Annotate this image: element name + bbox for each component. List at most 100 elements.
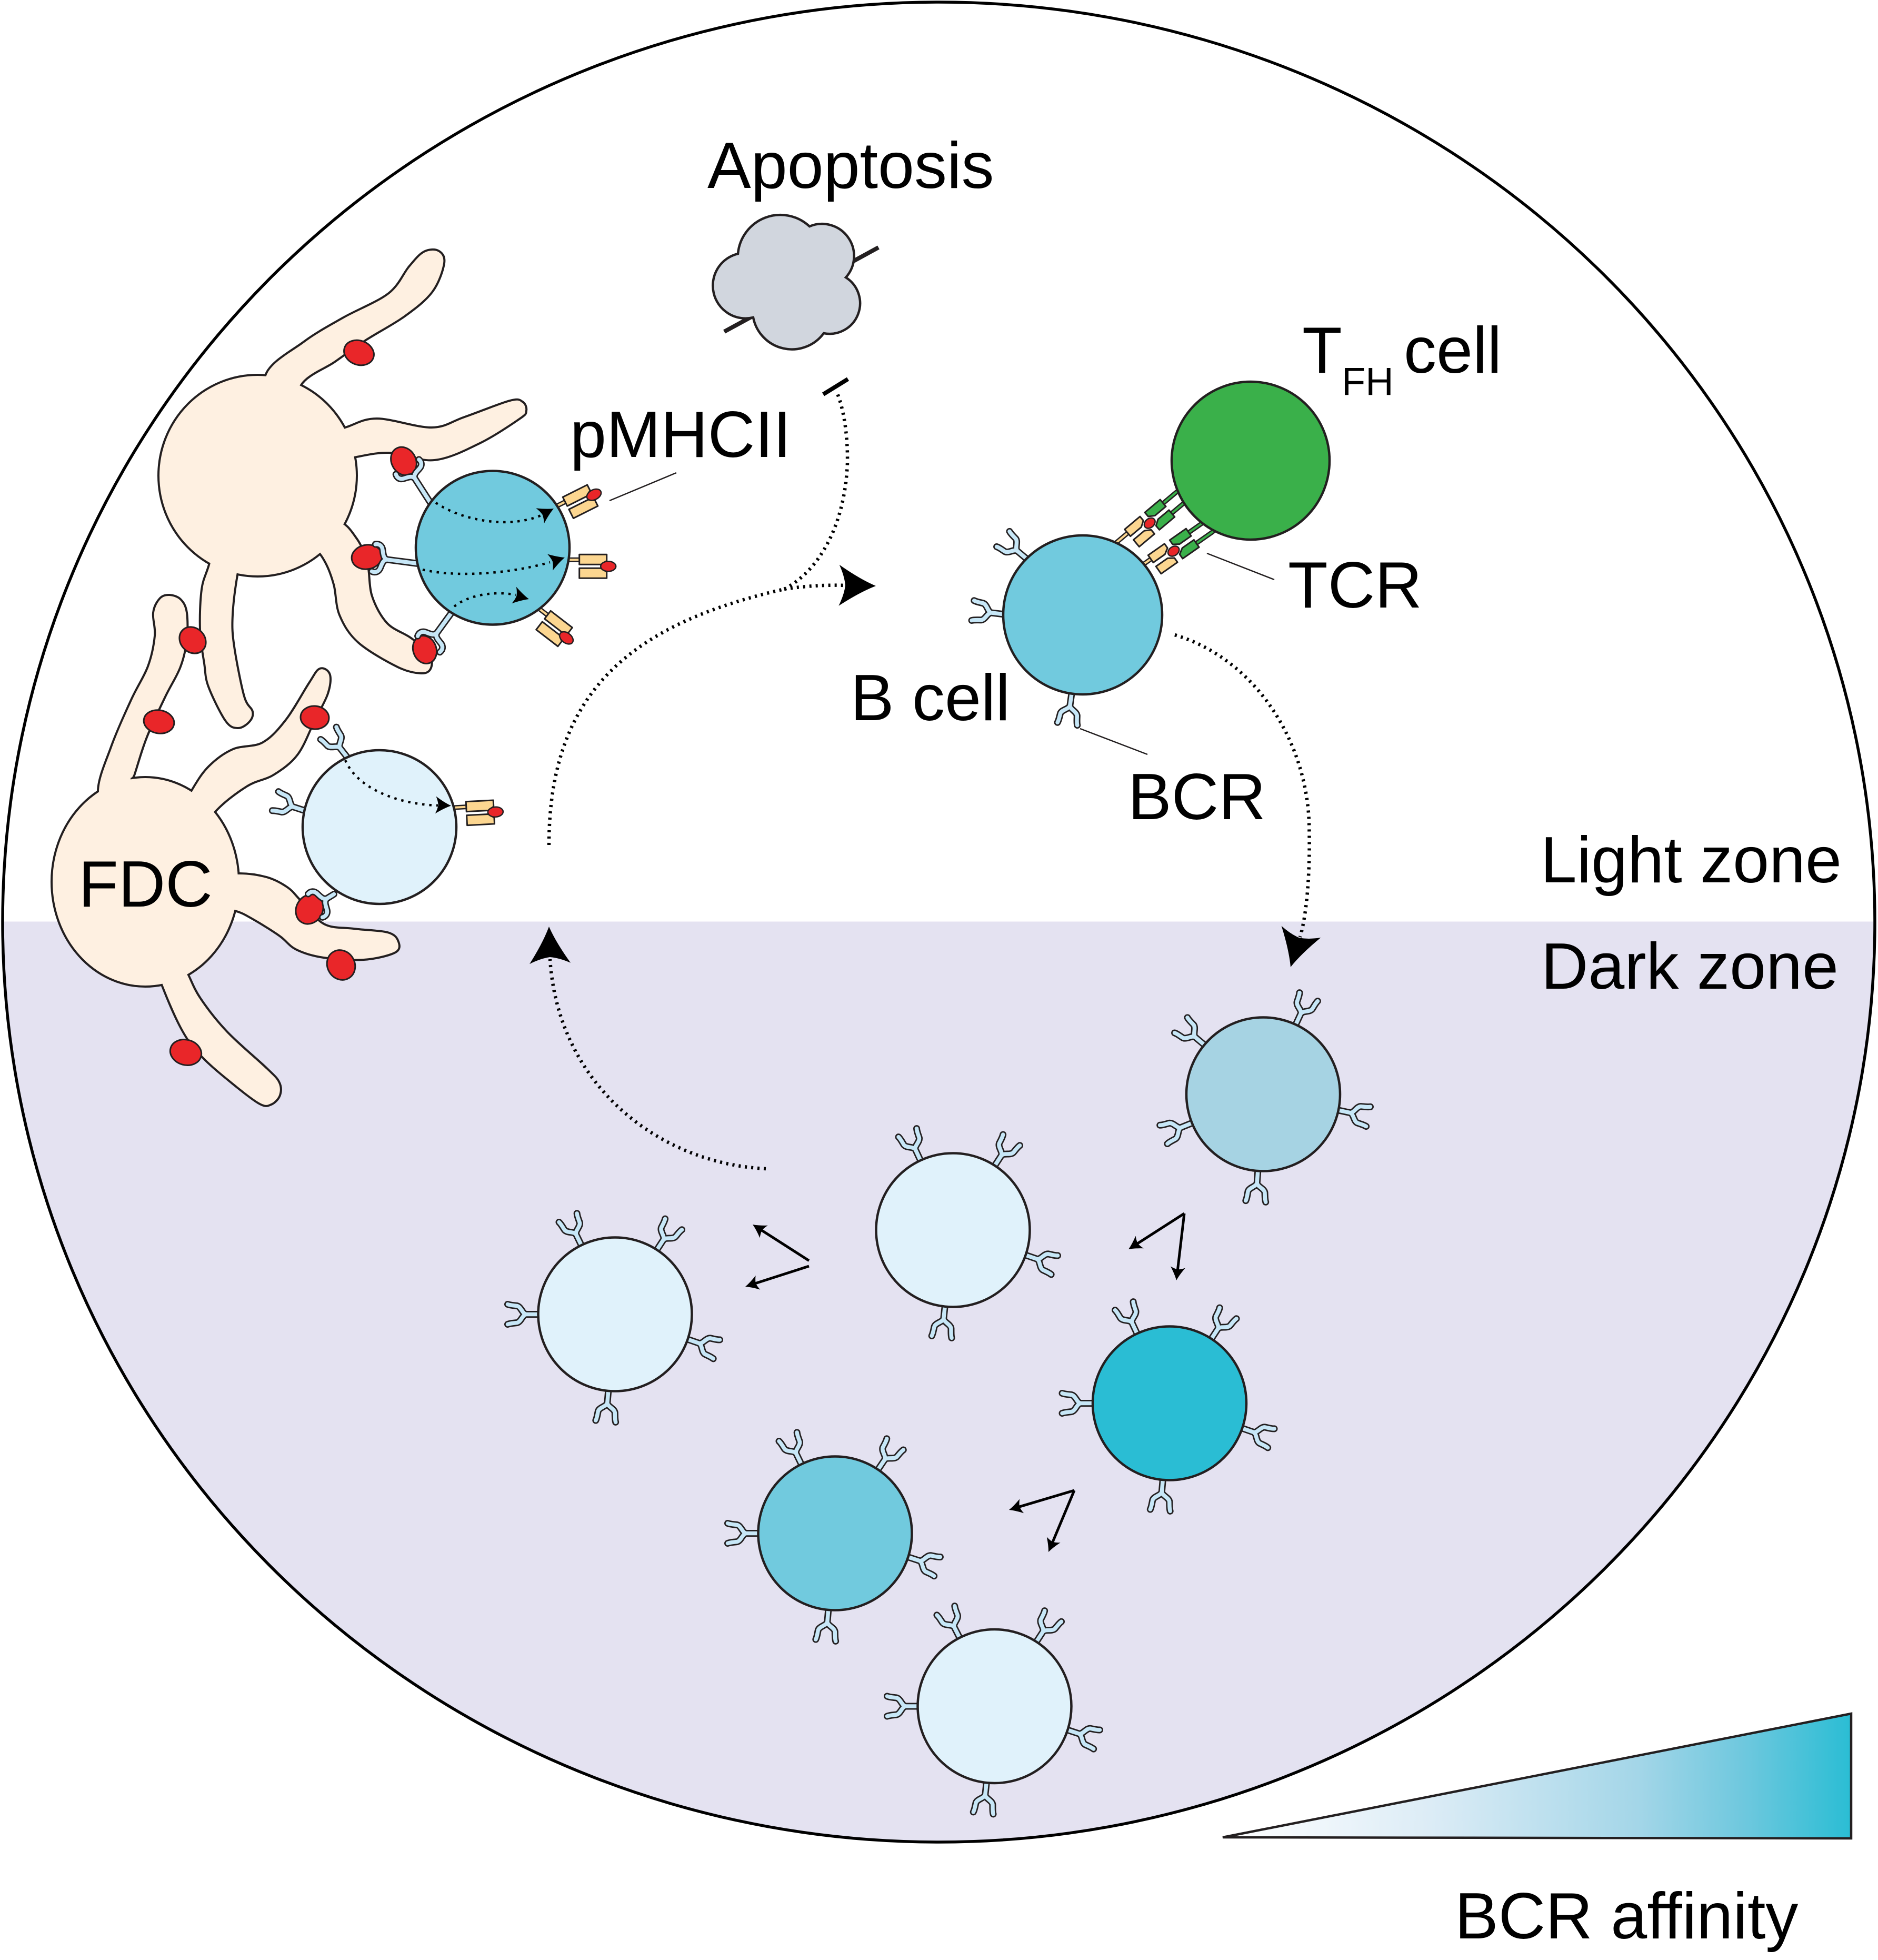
path-selection-route bbox=[547, 587, 785, 845]
division-arrow-line bbox=[755, 1265, 810, 1285]
path-to-tfh-help bbox=[784, 583, 847, 591]
receptors bbox=[268, 456, 1374, 1818]
bcr-body bbox=[990, 1132, 1022, 1171]
fdc-fill bbox=[53, 595, 398, 1105]
bcr-leader-line bbox=[1080, 728, 1148, 755]
bcr bbox=[1031, 1607, 1065, 1649]
arrowhead bbox=[547, 554, 565, 571]
fdc-dendrite bbox=[173, 669, 330, 843]
bcr-body bbox=[1292, 990, 1320, 1031]
bcr bbox=[993, 528, 1033, 565]
affinity-legend: BCR affinity bbox=[1222, 1712, 1853, 1953]
bcr-body bbox=[902, 1553, 943, 1578]
bcr bbox=[968, 597, 1011, 624]
b-cell-dark-zone bbox=[537, 1236, 693, 1392]
antigen bbox=[343, 339, 375, 366]
bcr bbox=[317, 723, 354, 764]
arrowhead bbox=[745, 1275, 761, 1290]
tcr-chain bbox=[1155, 509, 1176, 531]
fdc-dendrite bbox=[312, 400, 526, 464]
fdc-dendrite bbox=[201, 521, 252, 728]
bcr-body bbox=[873, 1437, 906, 1475]
antigen bbox=[326, 949, 356, 981]
bcr bbox=[680, 1334, 724, 1362]
bcr-body bbox=[725, 1521, 765, 1546]
bcr-body bbox=[1172, 1016, 1210, 1050]
division-arrow-line bbox=[761, 1229, 810, 1262]
path-to-apoptosis bbox=[783, 393, 850, 591]
bcr-body bbox=[369, 542, 422, 574]
arrowhead bbox=[536, 508, 554, 524]
bcr-body bbox=[1055, 687, 1080, 728]
arrowhead bbox=[530, 927, 571, 964]
apoptosis-group bbox=[712, 213, 880, 396]
division-arrow-line bbox=[1018, 1489, 1075, 1508]
fdc-dendrite bbox=[283, 520, 431, 673]
antigen-internalization-path bbox=[344, 760, 438, 807]
bcr bbox=[1331, 1103, 1374, 1130]
bcr-body bbox=[777, 1430, 805, 1470]
mhc-chain bbox=[578, 567, 608, 579]
bcr-body bbox=[270, 789, 311, 814]
bcr-body bbox=[594, 1385, 618, 1425]
bcr-body bbox=[394, 457, 434, 508]
cells bbox=[301, 380, 1342, 1785]
b-cell-dark-zone bbox=[1185, 1016, 1342, 1172]
bcr bbox=[901, 1552, 944, 1580]
bcr-body bbox=[970, 599, 1010, 623]
bcr bbox=[989, 1131, 1024, 1173]
bcr-label: BCR bbox=[1128, 761, 1266, 833]
apoptosis-label: Apoptosis bbox=[707, 130, 994, 202]
bcr-body bbox=[1060, 1391, 1099, 1416]
inhibition-bar bbox=[822, 377, 850, 396]
peptide bbox=[586, 488, 602, 501]
peptide bbox=[600, 561, 617, 572]
bcr-bound-to-antigen bbox=[304, 888, 337, 921]
bcr-bound-to-antigen bbox=[414, 605, 458, 656]
bcr bbox=[775, 1429, 807, 1471]
mhc-chain bbox=[1155, 557, 1178, 575]
mhc-chain bbox=[535, 621, 563, 648]
bcr bbox=[928, 1299, 955, 1341]
bcr bbox=[872, 1435, 907, 1477]
cell-division-arrows bbox=[745, 1212, 1186, 1552]
bcr bbox=[504, 1301, 546, 1328]
bcr-body bbox=[1020, 1251, 1060, 1277]
bcr bbox=[1205, 1304, 1240, 1346]
bcr bbox=[970, 1775, 997, 1818]
b-cell-dark-zone bbox=[757, 1455, 913, 1611]
antigen bbox=[178, 626, 207, 654]
follicular-dendritic-cells bbox=[51, 248, 528, 1107]
b-cell-label: B cell bbox=[851, 662, 1010, 734]
bcr-body bbox=[557, 1211, 585, 1251]
peptide bbox=[558, 631, 574, 645]
mhc-chain bbox=[1124, 515, 1144, 538]
bcr-body bbox=[885, 1694, 924, 1718]
bcr bbox=[1060, 1725, 1103, 1753]
bcr bbox=[1018, 1250, 1062, 1278]
bcr bbox=[884, 1693, 925, 1720]
bcr-body bbox=[814, 1604, 838, 1644]
mhc-chain bbox=[466, 813, 496, 827]
bcr-body bbox=[1244, 1165, 1268, 1205]
bcr-body bbox=[306, 890, 336, 920]
legend-label: BCR affinity bbox=[1455, 1880, 1798, 1953]
bcr-body bbox=[930, 1300, 954, 1340]
bcr-body bbox=[1032, 1608, 1064, 1648]
light-zone-label: Light zone bbox=[1541, 824, 1842, 897]
migration-paths bbox=[530, 393, 1321, 1171]
bcr-body bbox=[1062, 1726, 1102, 1751]
bcr-body bbox=[994, 529, 1032, 564]
bcr-body bbox=[1236, 1425, 1276, 1450]
bcr bbox=[895, 1125, 926, 1168]
germinal-center-boundary bbox=[1, 1, 1876, 1844]
pmhcii-leader-line bbox=[609, 472, 677, 502]
peptide bbox=[1167, 545, 1180, 557]
antigen-internalization-path bbox=[453, 592, 516, 608]
bcr-body bbox=[1332, 1104, 1373, 1129]
bcr-body bbox=[415, 607, 456, 654]
tcr-chain bbox=[1178, 539, 1200, 560]
fdc-lower bbox=[51, 593, 401, 1107]
antigen bbox=[169, 1039, 203, 1066]
